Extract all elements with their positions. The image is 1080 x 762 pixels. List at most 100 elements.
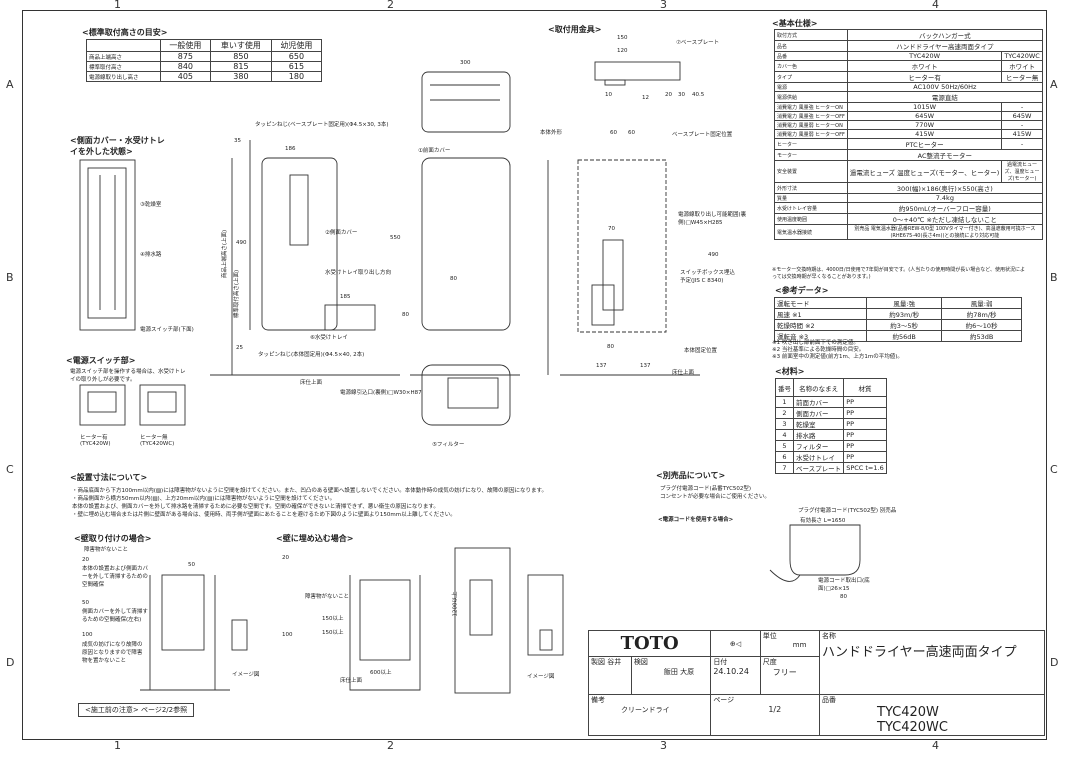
dim-185: 185 [340,294,351,300]
embed-label-6: 600以上 [370,670,392,676]
grid-row-d: D [6,656,15,669]
page-number: 1/2 [768,705,782,714]
cord-label-4: 80 [840,594,847,600]
label-side-cover: ②側面カバー [325,230,358,236]
dim-550: 550 [390,235,401,241]
label-switch-box: スイッチボックス埋込予定(JIS C 8340) [680,270,735,284]
spec-footnote: ※モーター交換時期は、4000日/日使用で7年間が目安です。(人当たりの使用時間… [772,267,1025,280]
installation-title: <設置寸法について> [70,473,148,482]
wall-label-2: 20 [82,557,89,563]
cord-drawing [769,524,861,582]
grid-row-b: B [6,271,14,284]
label-tapping-screw-body: タッピンねじ(本体固定用)(Φ4.5×40, 2本) [258,352,365,358]
dim-186: 186 [285,146,296,152]
spec-title: <基本仕様> [772,19,818,28]
grid-col-2: 2 [387,0,394,11]
label-water-tray: ⑥水受けトレイ [310,335,348,341]
grid-col-3-bottom: 3 [660,739,667,752]
wall-label-4: 50 [188,562,195,568]
label-filter: ⑤フィルター [432,442,465,448]
dim-35: 35 [234,138,241,144]
label-mount-floor: 床仕上面 [672,370,695,376]
toto-logo: TOTO [620,633,679,654]
table-row: 水受けトレイ容量約950mL(オーバーフロー容量) [774,202,1043,214]
mount-title: <取付用金具> [548,25,602,34]
mount-view-drawing [547,159,700,376]
reference-note-2: ※2 当社基準による乾燥時間の目安。 [772,347,865,353]
accessory-line-1: プラグ付電源コード(品番TYC502型) [660,486,752,492]
label-body-fix-position: 本体固定位置 [684,348,718,354]
label-heater-on: ヒーター有(TYC420W) [80,435,111,447]
embed-label-4: 150以上 [322,630,344,636]
date: 24.10.24 [713,667,749,676]
wall-label-1: 障害物がないこと [84,547,129,553]
dim-20: 20 [665,92,672,98]
drawing-frame [22,10,1047,740]
dim-70: 70 [608,226,615,232]
embed-label-7: 1200以上 [452,591,459,617]
dim-40-5: 40.5 [692,92,705,98]
wall-label-3: 本体の設置および側面カバーを外して清掃するための空間確保 [82,566,149,588]
dim-80: 80 [402,312,409,318]
label-tray-direction: 水受けトレイ取り出し方向 [325,270,392,276]
grid-row-c-right: C [1050,463,1058,476]
wall-label-5: 50 [82,600,89,606]
dim-137-right: 137 [640,363,651,369]
switch-title: <電源スイッチ部> [66,356,136,365]
reference-title: <参考データ> [775,286,829,295]
dim-60-right: 60 [628,130,635,136]
height-table-title: <標準取付高さの目安> [82,28,168,37]
cord-label-2: 有効長さ L=1650 [800,518,846,524]
label-standard-height: 標準取付高さ(上面) [234,269,241,319]
label-base-plate-position: ベースプレート固定位置 [672,132,733,138]
grid-row-b-right: B [1050,271,1058,284]
embed-drawing [349,547,564,694]
part-number-2: TYC420WC [877,720,948,735]
wall-mount-title: <壁取り付けの場合> [74,534,152,543]
installation-line-3: 本体の設置および、側面カバーを外して排水路を清掃するために必要な空間です。空間の… [72,504,439,510]
grid-row-d-right: D [1050,656,1059,669]
materials-title: <材料> [775,367,805,376]
cord-title: <電源コードを使用する場合> [658,517,734,523]
table-row: 電源供給電源直結 [774,91,1043,103]
embed-label-5: 100 [282,632,293,638]
grid-col-4: 4 [932,0,939,11]
cord-label-1: プラグ付電源コード(TYC502型) 別売品 [798,508,897,514]
table-row: 品名ハンドドライヤー高速両面タイプ [774,40,1043,52]
label-cable-range: 電源線取り出し可能範囲(裏側)□W45×H285 [678,212,747,226]
accessories-title: <別売品について> [656,471,726,480]
label-drying-chamber: ③乾燥室 [140,202,162,208]
dim-137-left: 137 [596,363,607,369]
wall-label-8: 成気の妨げになり故障の原因となりますので障害物を置かないこと [82,642,143,664]
label-front-cover: ①前面カバー [418,148,451,154]
grid-col-1-bottom: 1 [114,739,121,752]
switch-drawings [79,384,186,426]
dim-12: 12 [642,95,649,101]
grid-col-3: 3 [660,0,667,11]
reference-note-3: ※3 前面室中の測定値(前方1m、上方1mの平均値)。 [772,354,903,360]
front-view-2-drawing [410,157,520,376]
table-row: カバー色ホワイトホワイト [774,60,1043,72]
grid-row-c: C [6,463,14,476]
dim-25: 25 [236,345,243,351]
table-row: 安全装置過電流ヒューズ 温度ヒューズ(モーター、ヒーター)過電流ヒューズ、温度ヒ… [774,160,1043,183]
